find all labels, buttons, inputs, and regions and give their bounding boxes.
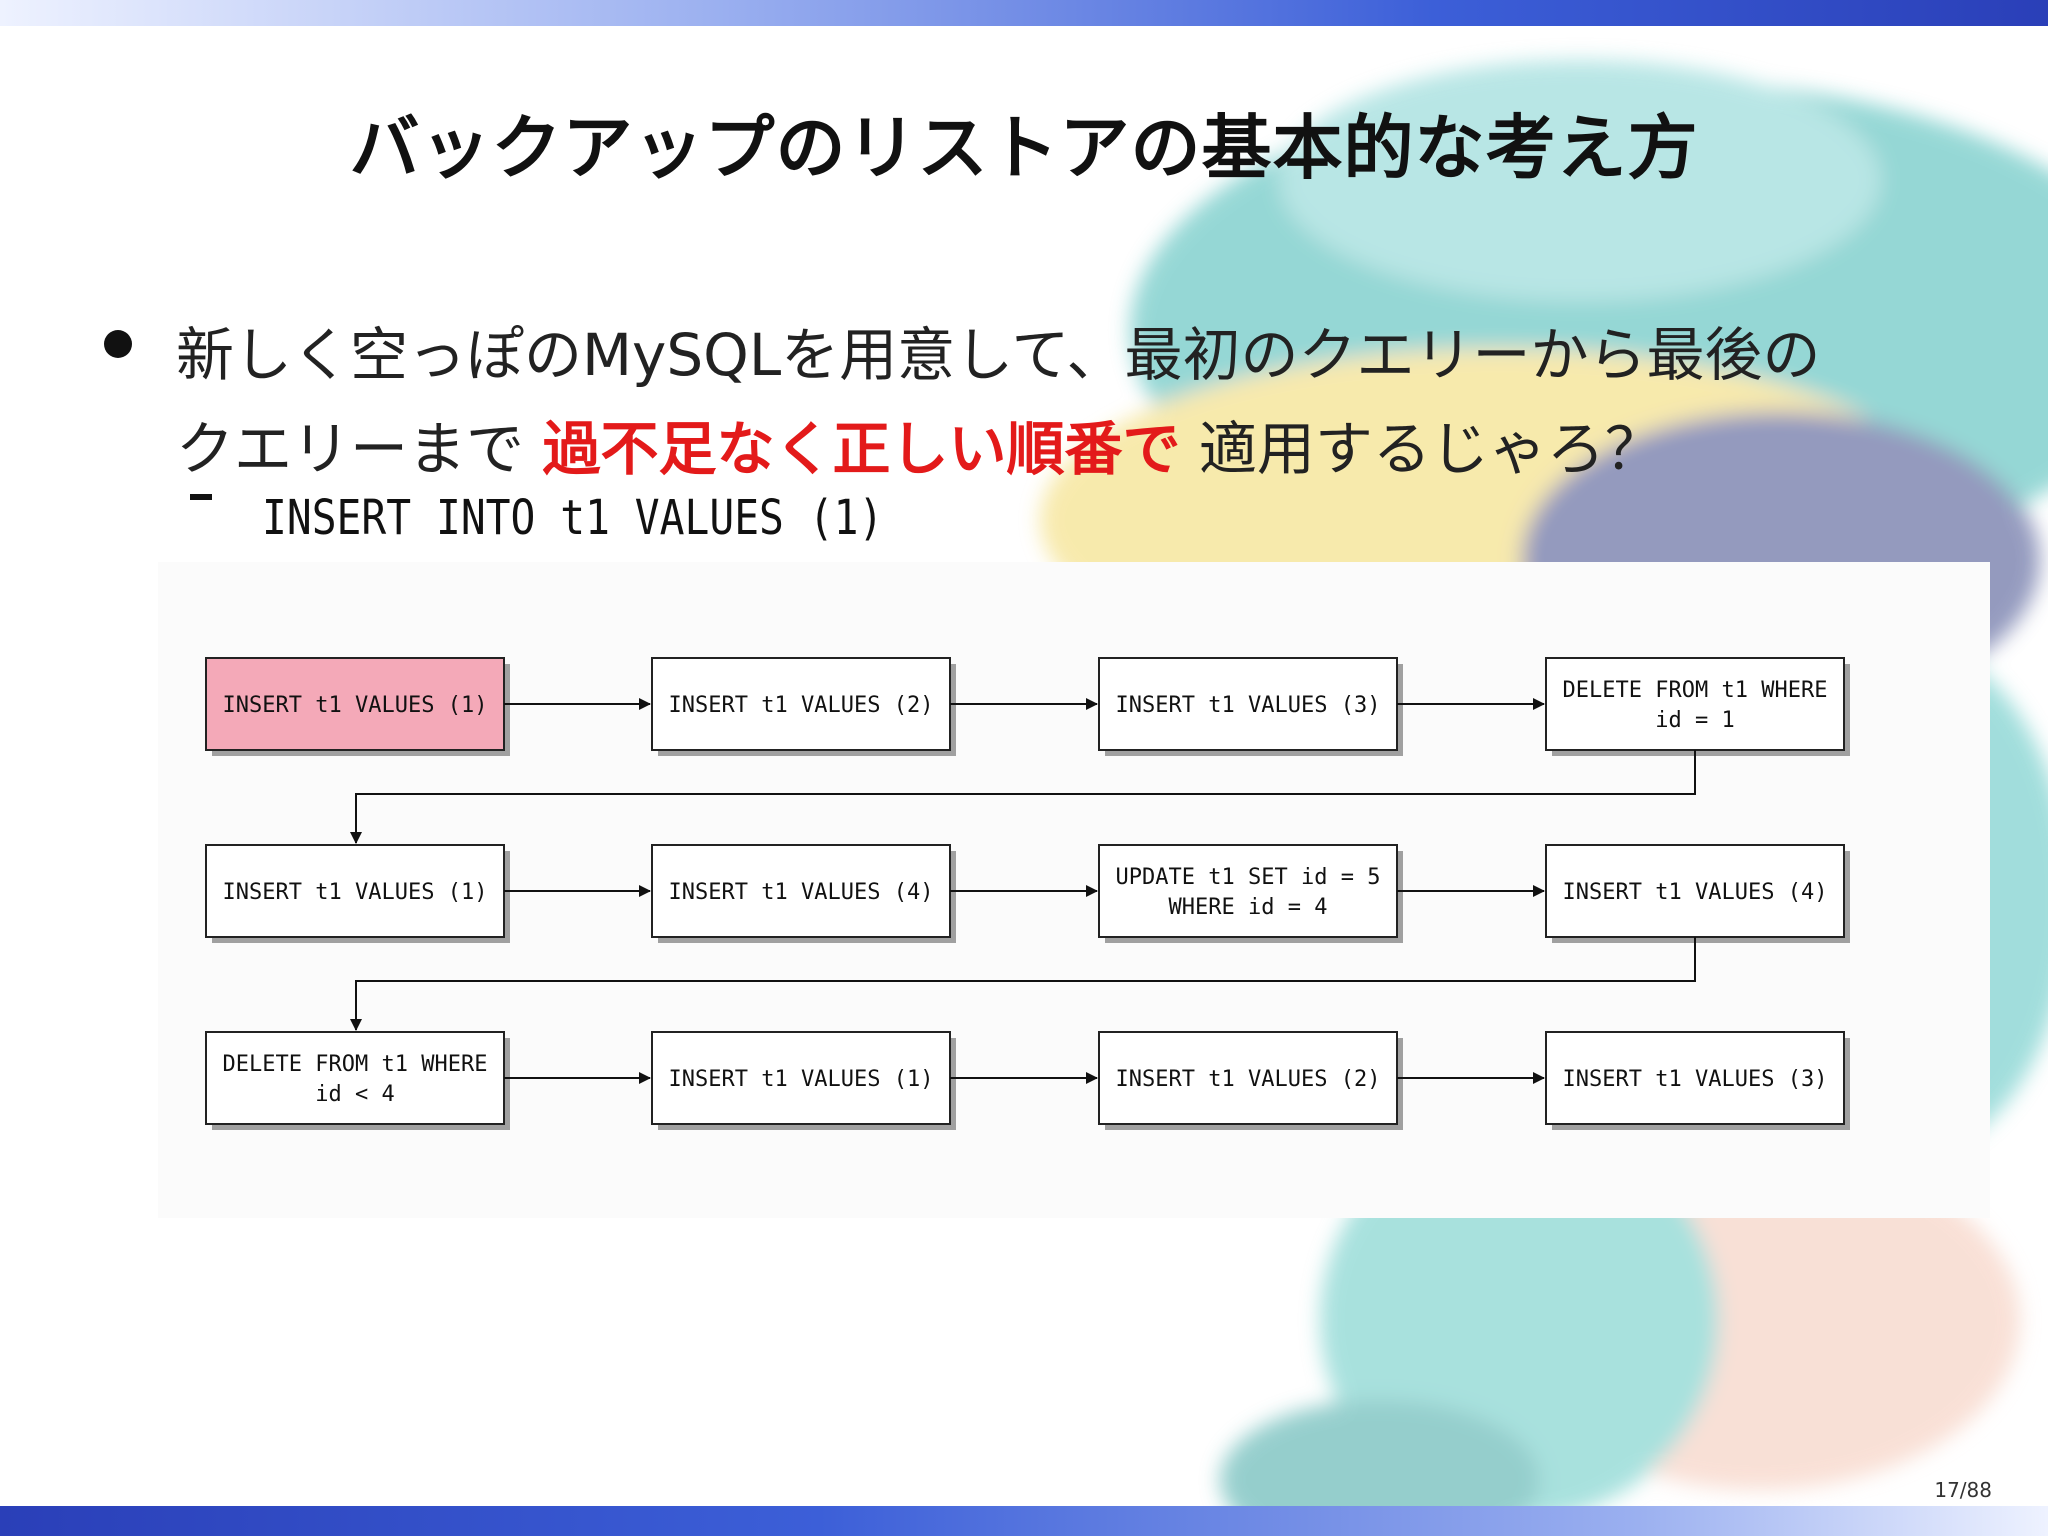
query-node: [1545, 844, 1845, 938]
bullet-text-line-1: 新しく空っぽのMySQLを用意して、最初のクエリーから最後の: [176, 321, 1821, 389]
query-node: [1098, 1031, 1398, 1125]
query-node: [651, 1031, 951, 1125]
bullet-text-line-2: クエリーまで 過不足なく正しい順番で 適用するじゃろ？: [176, 402, 1663, 486]
query-node-label: INSERT t1 VALUES (2): [669, 693, 934, 718]
query-node-label: UPDATE t1 SET id = 5: [1116, 865, 1381, 890]
query-node-label: INSERT t1 VALUES (2): [1116, 1067, 1381, 1092]
bullet-text-before-emphasis: クエリーまで: [176, 415, 543, 483]
query-node-label: INSERT t1 VALUES (3): [1563, 1067, 1828, 1092]
bottom-gradient-bar: [0, 1506, 2048, 1536]
query-node-label: INSERT t1 VALUES (4): [1563, 880, 1828, 905]
query-node: [651, 657, 951, 751]
query-node: [205, 1031, 505, 1125]
page-number: 17/88: [1934, 1478, 1992, 1502]
sub-bullet-dash: [190, 494, 212, 500]
row-wrap-arrow: [350, 750, 1696, 844]
bullet-text-after-emphasis: 適用するじゃろ？: [1180, 415, 1663, 483]
query-node-label: INSERT t1 VALUES (1): [669, 1067, 934, 1092]
query-node: [205, 844, 505, 938]
query-node-label: id < 4: [315, 1082, 394, 1107]
query-node: [1545, 1031, 1845, 1125]
highlighted-query-node: [205, 657, 505, 751]
query-node: [1098, 844, 1398, 938]
query-node-label: WHERE id = 4: [1169, 895, 1328, 920]
top-gradient-bar: [0, 0, 2048, 26]
query-node-label: DELETE FROM t1 WHERE: [1563, 678, 1828, 703]
query-node-label: INSERT t1 VALUES (1): [223, 693, 488, 718]
query-node-label: INSERT t1 VALUES (3): [1116, 693, 1381, 718]
query-node: [1545, 657, 1845, 751]
query-node: [1098, 657, 1398, 751]
query-node-label: INSERT t1 VALUES (4): [669, 880, 934, 905]
bullet-dot-icon: [104, 330, 132, 358]
slide-title: バックアップのリストアの基本的な考え方: [349, 107, 1699, 189]
row-wrap-arrow: [350, 937, 1696, 1031]
query-node-label: DELETE FROM t1 WHERE: [223, 1052, 488, 1077]
query-node-label: INSERT t1 VALUES (1): [223, 880, 488, 905]
sub-bullet-text: INSERT INTO t1 VALUES (1): [262, 490, 884, 546]
bullet-emphasis-text: 過不足なく正しい順番で: [542, 415, 1181, 483]
query-node-label: id = 1: [1655, 708, 1734, 733]
